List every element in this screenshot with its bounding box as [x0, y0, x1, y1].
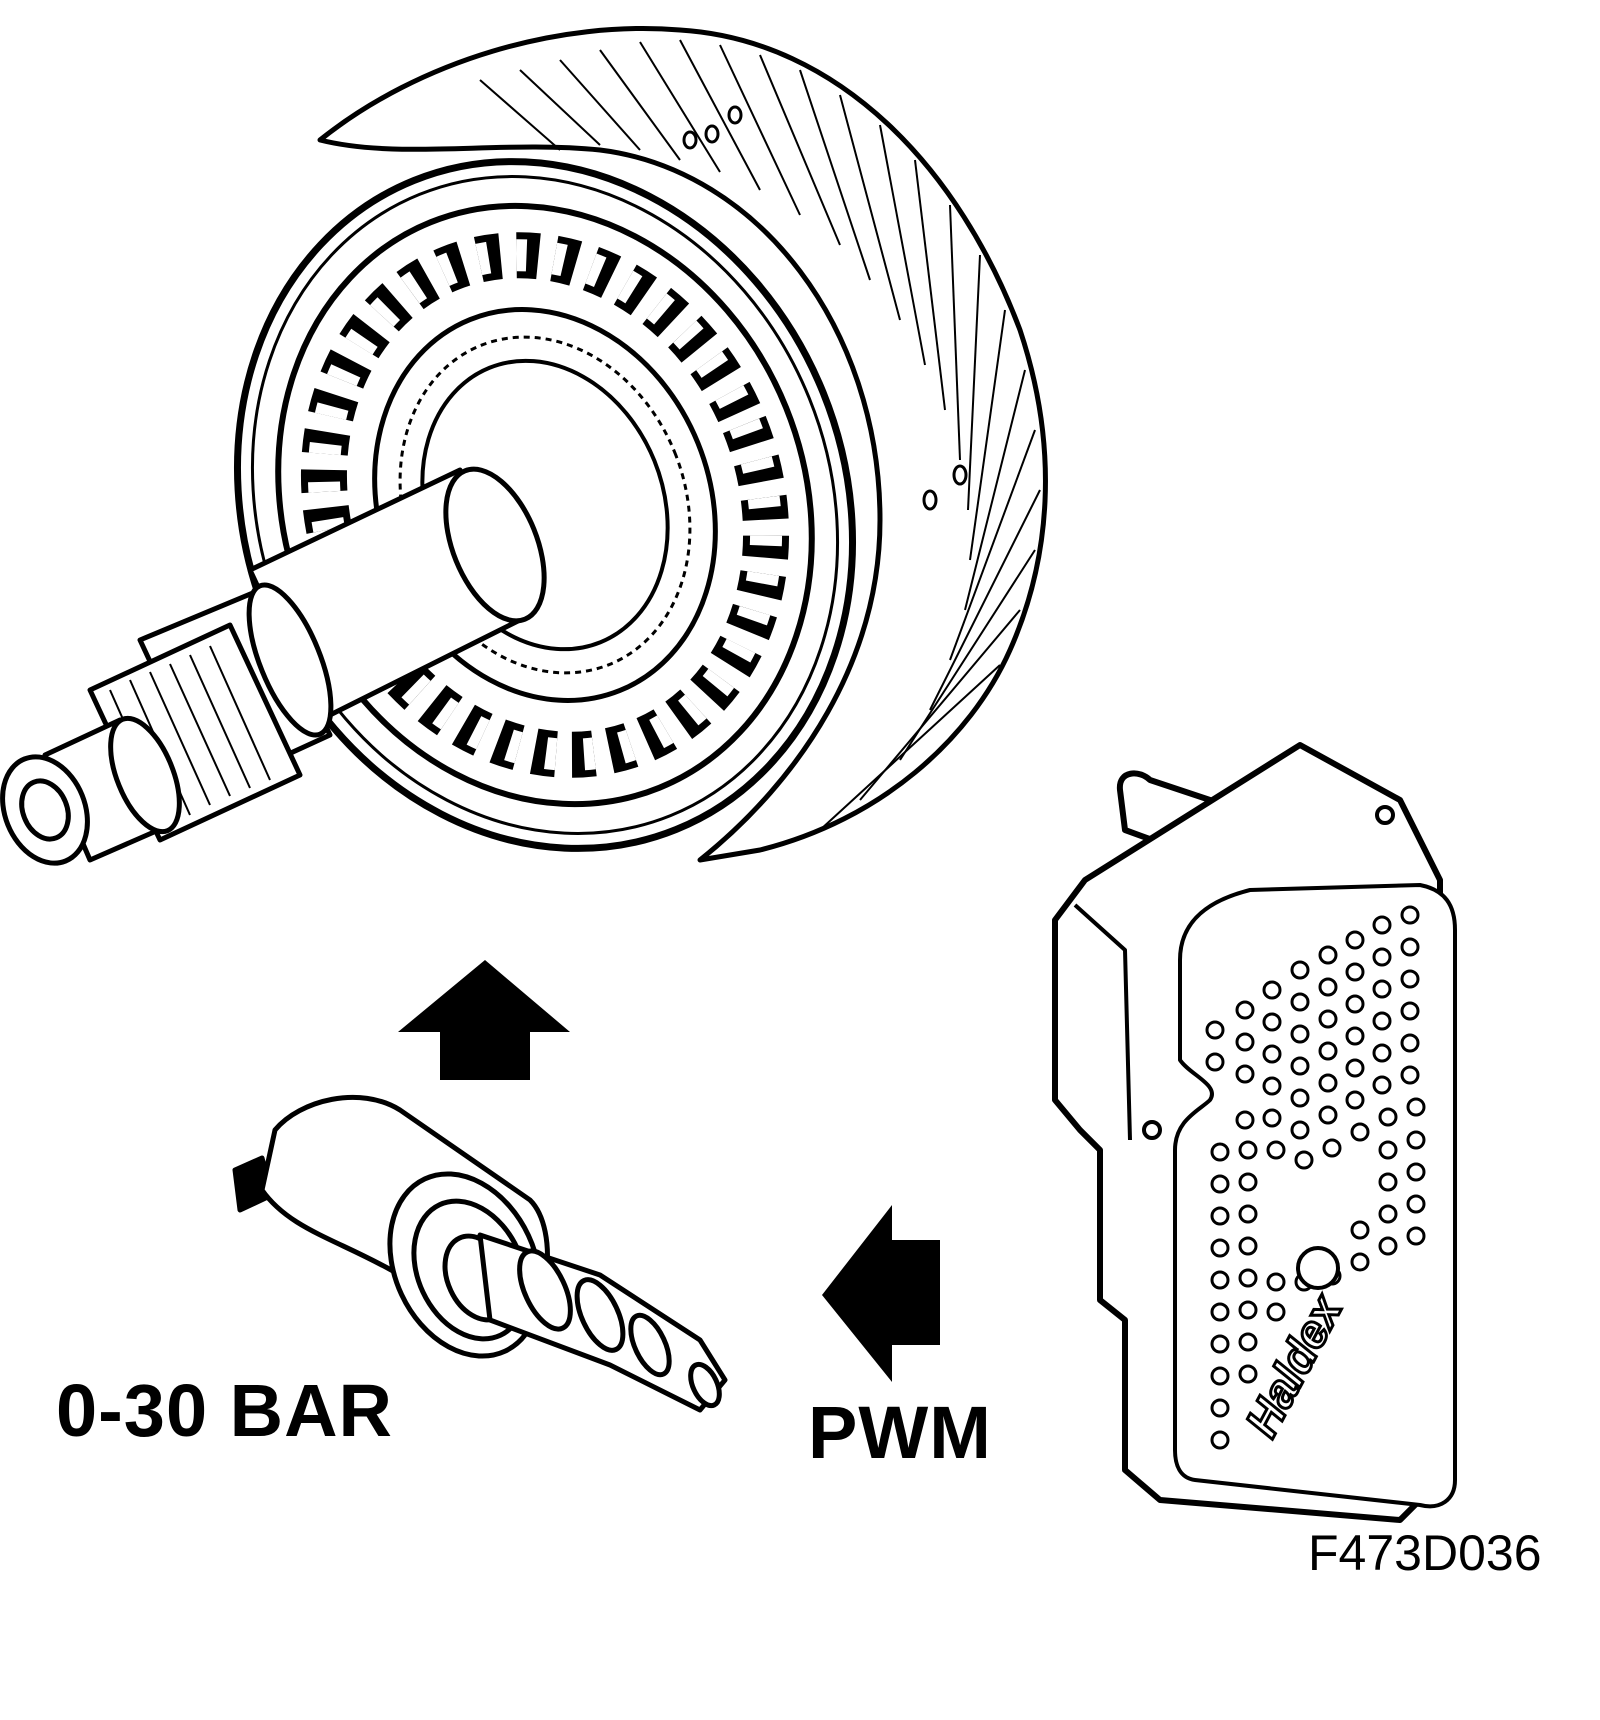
drum-ribs [479, 39, 1041, 831]
up-arrow [398, 960, 570, 1080]
control-unit [1052, 742, 1457, 1523]
clutch-inner-gear [398, 335, 692, 675]
drum-body [317, 25, 1048, 863]
cover-boss [1296, 1246, 1340, 1290]
mount-hole [1375, 805, 1395, 825]
clutch-drum [233, 25, 1048, 863]
figure-id: F473D036 [1308, 1525, 1542, 1581]
pressure-label: 0-30 BAR [56, 1369, 393, 1452]
left-arrow [822, 1205, 940, 1382]
input-shaft [0, 466, 547, 866]
shaft-nose-hole [19, 778, 71, 842]
pwm-label: PWM [808, 1391, 992, 1474]
control-valve [232, 1094, 728, 1413]
cover-perforations [1205, 905, 1426, 1450]
drum-holes [682, 105, 968, 511]
